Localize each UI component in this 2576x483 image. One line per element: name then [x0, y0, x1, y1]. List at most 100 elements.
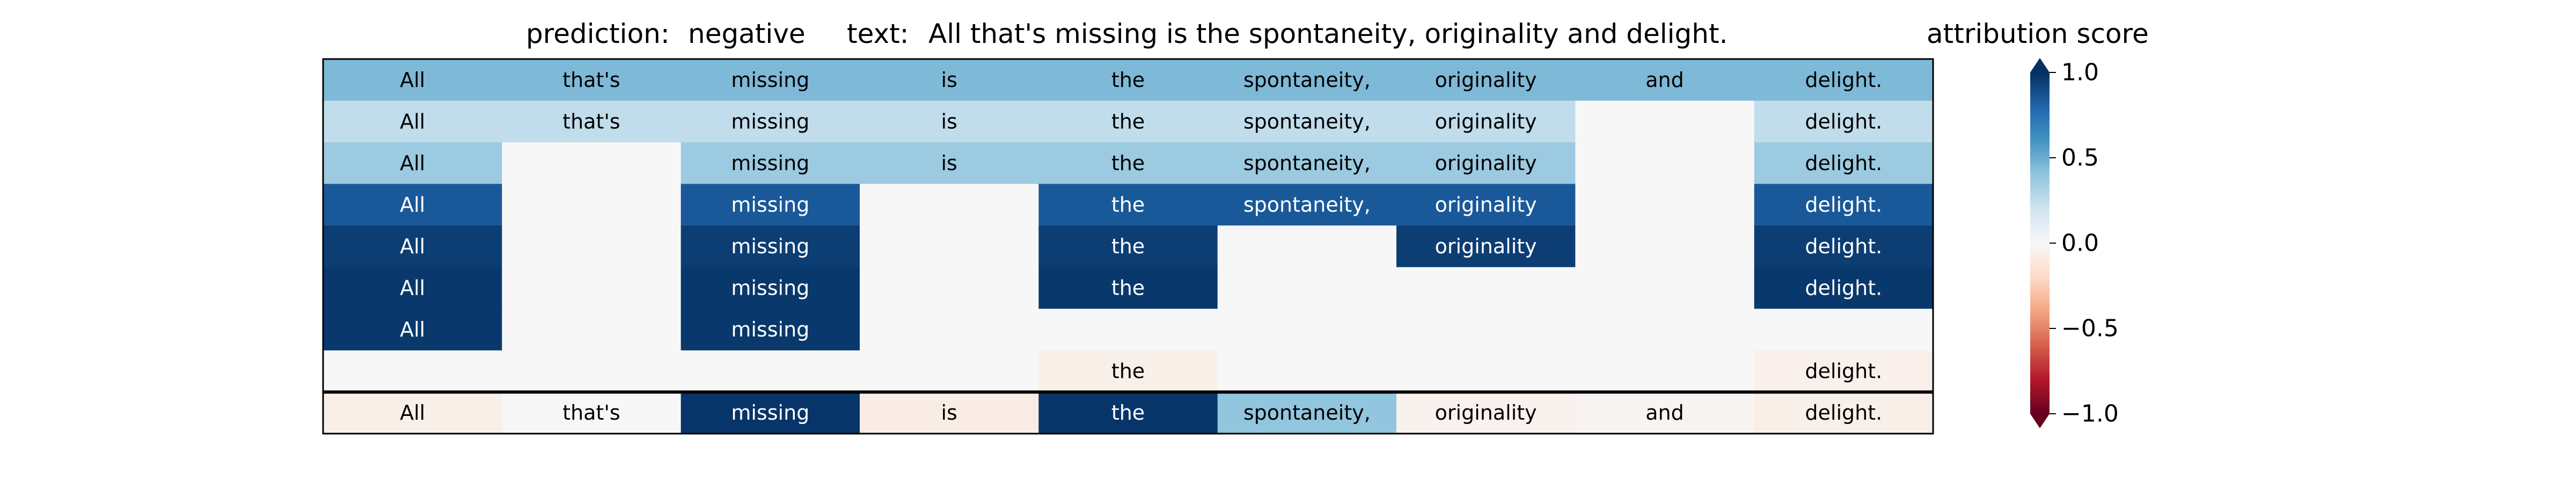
- cell-word: All: [400, 318, 425, 341]
- heatmap-cell: [1217, 184, 1397, 226]
- heatmap-cell: [860, 392, 1039, 434]
- heatmap-cell: [1754, 142, 1934, 185]
- colorbar-tick-label: −1.0: [2061, 400, 2119, 428]
- cell-word: delight.: [1805, 193, 1882, 216]
- heatmap-cell: [323, 142, 502, 185]
- cell-word: All: [400, 235, 425, 258]
- heatmap-cell: [323, 225, 502, 268]
- cell-word: spontaneity,: [1243, 109, 1371, 133]
- heatmap-cell: [1754, 350, 1934, 393]
- heatmap-cell: [680, 142, 860, 185]
- cell-word: delight.: [1805, 68, 1882, 92]
- heatmap-cell: [680, 309, 860, 351]
- colorbar-tick-label: 1.0: [2061, 59, 2099, 86]
- heatmap-cell: [502, 392, 682, 434]
- heatmap-cell: [1575, 225, 1755, 268]
- cell-word: All: [400, 109, 425, 133]
- heatmap-cell: [502, 225, 682, 268]
- heatmap-cell: [1396, 225, 1576, 268]
- heatmap-cell: [502, 267, 682, 309]
- heatmap-cell: [323, 309, 502, 351]
- cell-word: the: [1111, 68, 1145, 92]
- heatmap-cell: [1754, 309, 1934, 351]
- heatmap-cell: [1575, 100, 1755, 143]
- title-prediction-label: prediction:: [526, 18, 670, 49]
- cell-word: is: [941, 401, 957, 425]
- heatmap-cell: [1217, 59, 1397, 101]
- heatmap-cell: [680, 267, 860, 309]
- heatmap-cell: [1217, 100, 1397, 143]
- heatmap-cell: [1754, 392, 1934, 434]
- heatmap-cell: [323, 59, 502, 101]
- heatmap-cell: [1575, 392, 1755, 434]
- heatmap: All that's missing is the spontaneity, origina…: [322, 58, 1934, 435]
- cell-word: is: [941, 109, 957, 133]
- heatmap-cell: [860, 309, 1039, 351]
- heatmap-cell: [1754, 267, 1934, 309]
- heatmap-cell: [860, 59, 1039, 101]
- heatmap-cell: [502, 142, 682, 185]
- heatmap-cell: [1038, 100, 1218, 143]
- heatmap-cell: [1575, 184, 1755, 226]
- cell-word: the: [1111, 109, 1145, 133]
- cell-word: All: [400, 68, 425, 92]
- cell-word: originality: [1435, 193, 1537, 216]
- cell-word: missing: [731, 151, 809, 175]
- cell-word: delight.: [1805, 235, 1882, 258]
- cell-word: delight.: [1805, 276, 1882, 300]
- cell-word: All: [400, 193, 425, 216]
- heatmap-cell: [323, 392, 502, 434]
- heatmap-cell: [1038, 59, 1218, 101]
- cell-word: that's: [562, 68, 620, 92]
- cell-word: missing: [731, 318, 809, 341]
- colorbar-extend-top: [2030, 58, 2050, 72]
- heatmap-cell: [1575, 267, 1755, 309]
- heatmap-cell: [680, 350, 860, 393]
- heatmap-cell: [1396, 142, 1576, 185]
- cell-word: missing: [731, 109, 809, 133]
- cell-word: originality: [1435, 235, 1537, 258]
- cell-word: spontaneity,: [1243, 151, 1371, 175]
- heatmap-cell: [1038, 392, 1218, 434]
- heatmap-cell: [860, 142, 1039, 185]
- colorbar-tick-label: 0.0: [2061, 230, 2099, 257]
- cell-word: originality: [1435, 151, 1537, 175]
- heatmap-cell: [502, 184, 682, 226]
- cell-word: missing: [731, 68, 809, 92]
- heatmap-cell: [323, 267, 502, 309]
- heatmap-cell: [1575, 59, 1755, 101]
- cell-word: All: [400, 151, 425, 175]
- heatmap-cell: [1217, 225, 1397, 268]
- heatmap-cell: [1754, 184, 1934, 226]
- cell-word: delight.: [1805, 360, 1882, 383]
- heatmap-cell: [1575, 350, 1755, 393]
- heatmap-cell: [860, 100, 1039, 143]
- colorbar-tick-label: 0.5: [2061, 144, 2099, 172]
- cell-word: missing: [731, 401, 809, 425]
- colorbar-extend-bottom: [2030, 414, 2050, 428]
- heatmap-cell: [1396, 184, 1576, 226]
- cell-word: the: [1111, 151, 1145, 175]
- cell-word: the: [1111, 360, 1145, 383]
- heatmap-cell: [1754, 59, 1934, 101]
- colorbar-gradient: [2030, 72, 2050, 414]
- heatmap-cell: [1396, 392, 1576, 434]
- title-text-value: All that's missing is the spontaneity, o…: [928, 18, 1728, 49]
- colorbar-label: attribution score: [1927, 18, 2149, 49]
- cell-word: the: [1111, 276, 1145, 300]
- heatmap-cell: [1038, 142, 1218, 185]
- cell-word: spontaneity,: [1243, 193, 1371, 216]
- heatmap-cell: [1217, 392, 1397, 434]
- cell-word: delight.: [1805, 151, 1882, 175]
- heatmap-cell: [1217, 142, 1397, 185]
- heatmap-cell: [1754, 225, 1934, 268]
- heatmap-cell: [1217, 267, 1397, 309]
- cell-word: that's: [562, 109, 620, 133]
- cell-word: is: [941, 151, 957, 175]
- heatmap-cell: [680, 225, 860, 268]
- heatmap-cell: [1038, 225, 1218, 268]
- cell-word: missing: [731, 235, 809, 258]
- heatmap-cell: [1038, 184, 1218, 226]
- colorbar-tick-label: −0.5: [2061, 315, 2119, 342]
